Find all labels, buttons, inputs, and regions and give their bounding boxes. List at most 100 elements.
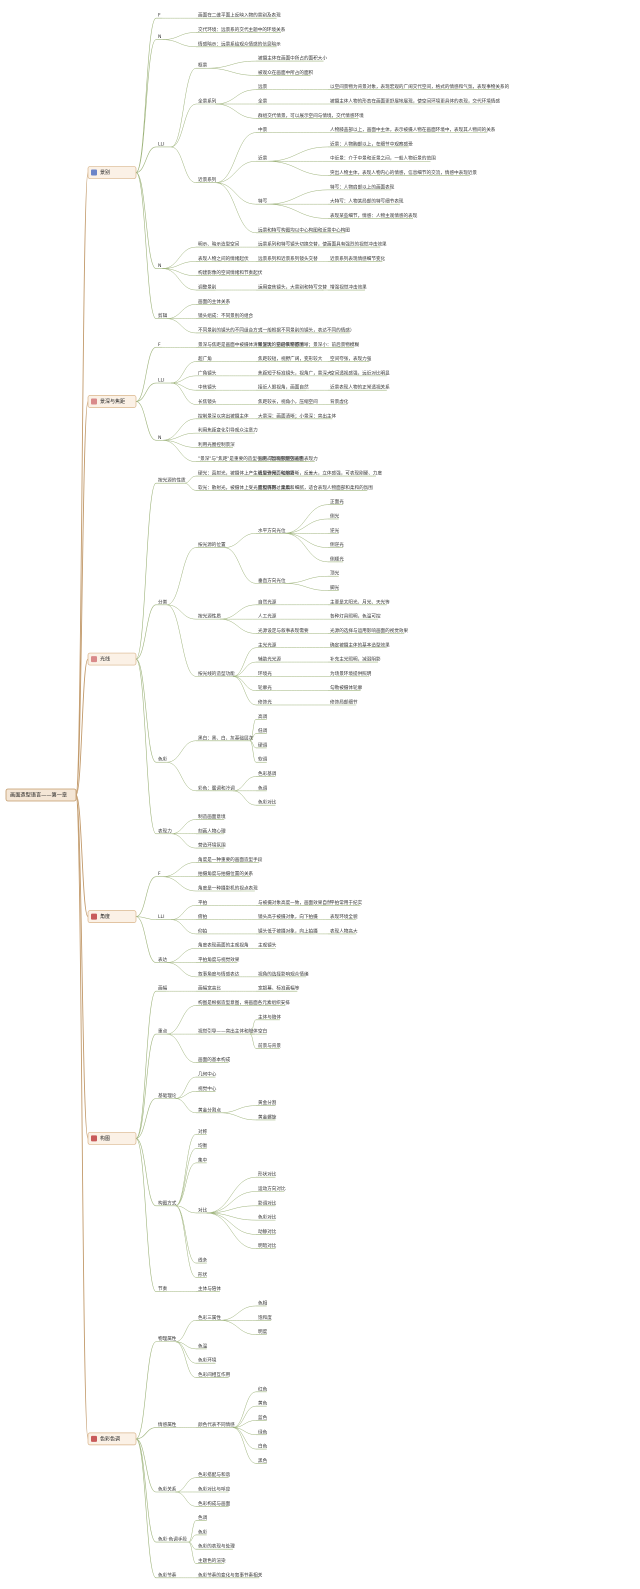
node-link xyxy=(206,1212,257,1249)
node-link xyxy=(206,1205,257,1214)
node-label: 均衡 xyxy=(198,1142,208,1149)
node-label: F xyxy=(158,13,161,19)
branch-node[interactable] xyxy=(87,166,137,179)
node-label: 框景 xyxy=(198,62,208,69)
node-label: 侧光 xyxy=(330,512,340,519)
node-label: 色彩节奏的变化与叙事节奏相关 xyxy=(198,1571,263,1578)
node-label: 饱和度 xyxy=(258,1314,272,1321)
node-label: 视觉中心 xyxy=(198,1085,217,1092)
node-link xyxy=(224,533,257,548)
node-link xyxy=(171,382,197,405)
node-label: 控制景深以突出被摄主体 xyxy=(198,412,249,419)
node-label: 调整景别 xyxy=(198,284,217,291)
node-label: 宽银幕、标准画幅等 xyxy=(258,985,300,992)
node-link xyxy=(215,182,257,234)
node-label: 色相 xyxy=(258,1299,268,1306)
node-link xyxy=(266,189,329,205)
node-link xyxy=(219,604,257,620)
node-link xyxy=(135,146,157,173)
node-label: 角度表现画面的主观视角 xyxy=(198,942,249,949)
node-label: 远景系列和特写镜头切换交替，使画面具有强烈的视觉冲击效果 xyxy=(258,241,387,248)
node-link xyxy=(219,1305,257,1321)
node-link xyxy=(266,203,329,219)
node-label: 按光线的造型功能 xyxy=(198,670,235,677)
node-link xyxy=(284,533,329,563)
node-link xyxy=(266,160,329,176)
branch-label: 角度 xyxy=(100,913,110,920)
node-label: 构图是根据造型意图，将画面各元素组织安排 xyxy=(198,999,290,1006)
node-link xyxy=(135,1138,157,1207)
node-label: 重点 xyxy=(158,1028,168,1035)
node-link xyxy=(232,1405,257,1428)
node-label: 黑白：黑、白、灰基础层次 xyxy=(198,734,254,741)
node-label: 色温 xyxy=(198,1342,208,1349)
node-label: 主体与陪体 xyxy=(258,1013,281,1020)
node-label: 增强视觉冲击效果 xyxy=(330,284,367,291)
node-label: 蓝色 xyxy=(258,1414,268,1421)
node-label: 低调 xyxy=(258,727,268,734)
node-label: 近景系列表现情感细节变化 xyxy=(330,255,386,262)
node-label: 近景：人物胸部以上，在细节中观察感受 xyxy=(330,140,413,147)
node-label: 色彩基调 xyxy=(258,770,277,777)
node-link xyxy=(135,1033,157,1139)
node-label: 近景系列 xyxy=(198,176,217,183)
node-link xyxy=(162,246,197,269)
node-link xyxy=(162,268,197,291)
node-link xyxy=(206,67,257,76)
node-label: 确定被摄主体的基本造型效果 xyxy=(330,641,390,648)
branch-node[interactable] xyxy=(87,652,137,666)
branch-label: 色彩色调 xyxy=(100,1435,120,1442)
node-label: 构图方式 xyxy=(158,1199,177,1206)
node-label: 主光光源 xyxy=(258,641,277,648)
node-link xyxy=(232,776,257,792)
node-label: 镜头组成：不同景别的组合 xyxy=(198,312,254,319)
node-link xyxy=(219,1105,257,1114)
node-link xyxy=(219,618,257,634)
node-label: 背景虚化 xyxy=(330,398,349,405)
node-link xyxy=(175,1491,197,1507)
node-label: 垂直方向光位 xyxy=(258,577,286,584)
root-node[interactable] xyxy=(5,788,77,802)
node-label: 影调对比 xyxy=(258,1199,277,1206)
node-link xyxy=(219,1112,257,1121)
node-link xyxy=(162,39,197,48)
node-label: N xyxy=(158,34,161,40)
node-link xyxy=(232,790,257,806)
node-label: 大特写：人物某局部的特写细节表现 xyxy=(330,198,404,205)
node-label: 运用变焦镜头，大景别和特写交替 xyxy=(258,284,327,291)
node-link xyxy=(219,1320,257,1335)
node-label: 光源的选择与运用影响画面的视觉效果 xyxy=(330,627,409,634)
node-label: 大景深：画面清晰；小景深：突出主体 xyxy=(258,412,337,419)
node-label: 脚光 xyxy=(330,584,340,591)
node-link xyxy=(232,1420,257,1428)
branch-label: 构图 xyxy=(100,1135,110,1142)
node-label: LLI xyxy=(158,914,164,920)
node-label: 按光源的位置 xyxy=(198,541,226,548)
node-link xyxy=(135,658,157,763)
node-label: 人工光源 xyxy=(258,613,277,620)
node-label: 焦距较短，视野广阔，变形较大 xyxy=(258,355,323,362)
branch-label: 光线 xyxy=(100,656,110,663)
node-link xyxy=(215,89,257,105)
node-label: 俯拍 xyxy=(198,913,208,920)
node-label: 为场景环境提供照明 xyxy=(330,670,372,677)
node-link xyxy=(135,604,157,660)
branch-node[interactable] xyxy=(87,910,137,923)
node-label: 画面在二维平面上反映入物的景别及表现 xyxy=(198,12,281,19)
node-label: 色彩节奏 xyxy=(158,1571,177,1578)
node-link xyxy=(162,418,197,441)
branch-node[interactable] xyxy=(87,395,137,408)
node-link xyxy=(215,103,257,119)
node-label: 制造画面意境 xyxy=(198,813,226,820)
node-link xyxy=(284,518,329,534)
node-label: 勾勒被摄体轮廓 xyxy=(330,684,363,691)
node-label: 被观众在画面中所占的面积 xyxy=(258,69,314,76)
flag-icon xyxy=(91,913,97,920)
node-label: 刻画人物心理 xyxy=(198,827,226,834)
node-label: 长焦镜头 xyxy=(198,398,217,405)
branch-node[interactable] xyxy=(87,1432,137,1446)
node-label: 黑色 xyxy=(258,1457,268,1464)
branch-node[interactable] xyxy=(87,1132,137,1145)
